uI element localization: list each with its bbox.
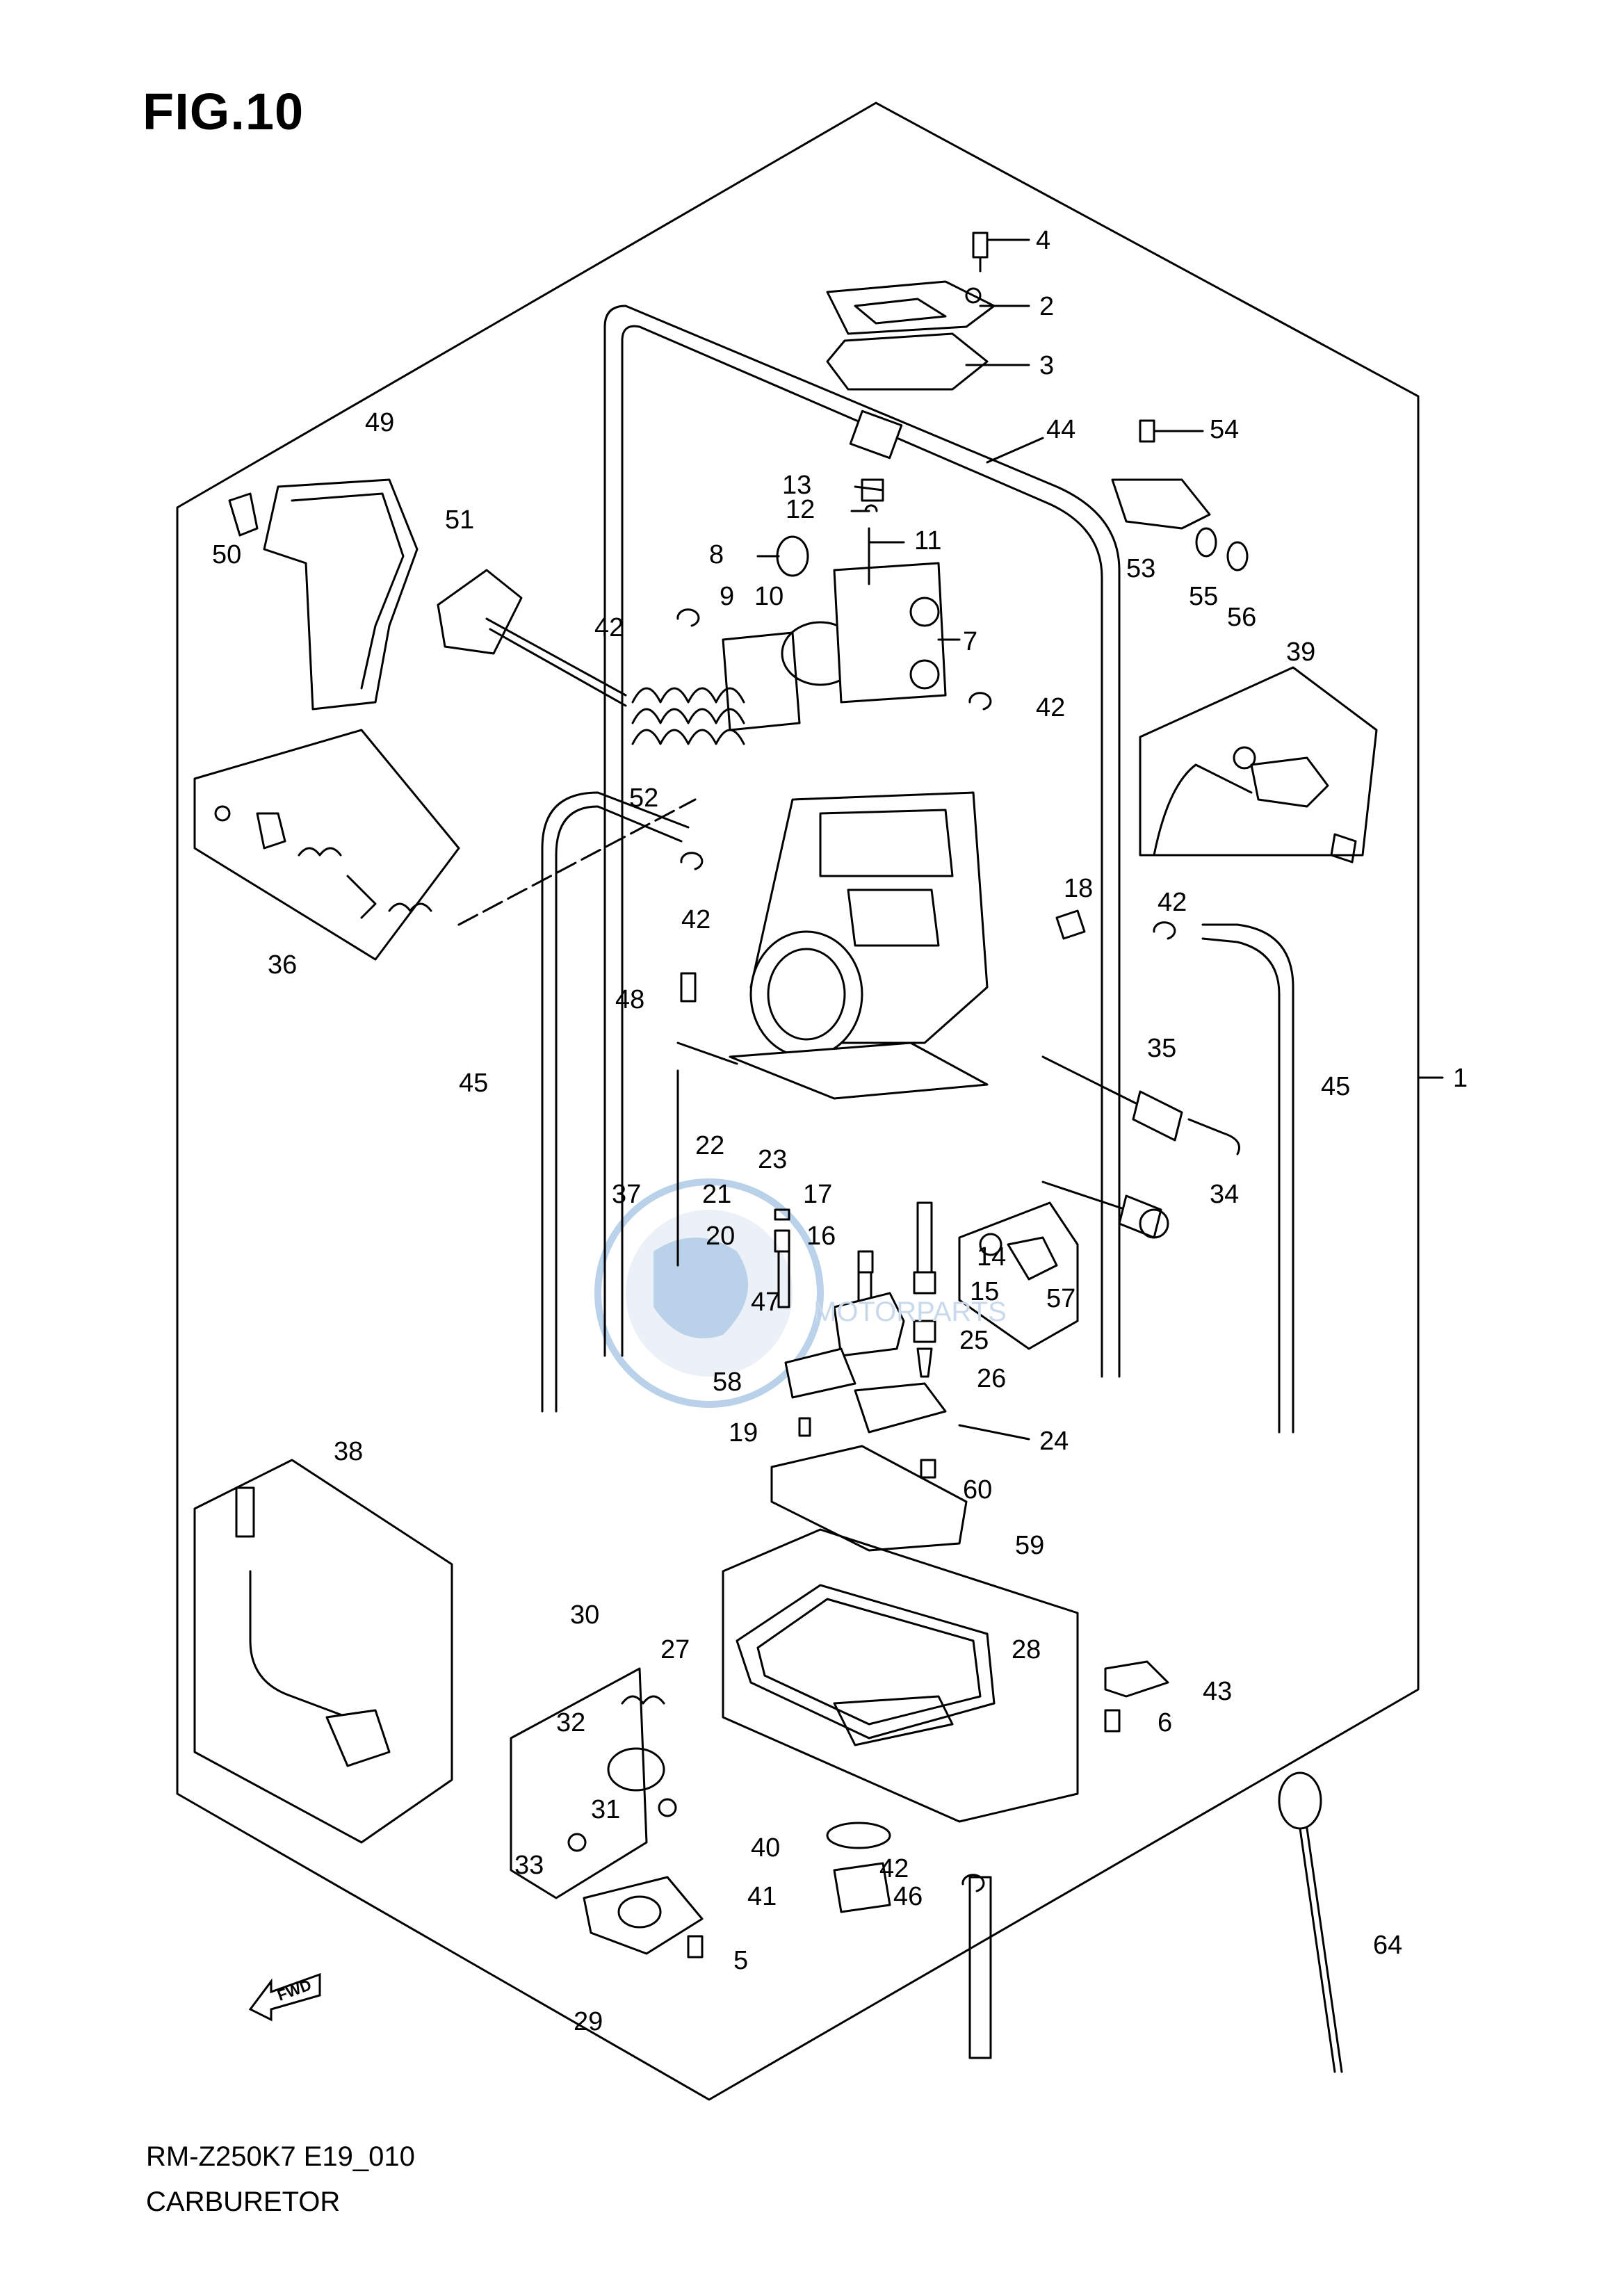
callout-c2: 2 (1039, 292, 1054, 321)
callout-c14: 14 (977, 1242, 1006, 1272)
callout-c29: 29 (574, 2007, 603, 2036)
callout-c34: 34 (1210, 1180, 1239, 1209)
callout-c31: 31 (591, 1795, 620, 1824)
callout-c46: 46 (893, 1882, 923, 1911)
top-gasket (826, 332, 989, 391)
callout-c23: 23 (758, 1145, 787, 1174)
callout-c25: 25 (959, 1326, 989, 1355)
callout-c3: 3 (1039, 351, 1054, 380)
callout-c58: 58 (713, 1368, 742, 1397)
group-39-box (1139, 666, 1378, 857)
assembly-outline (176, 102, 1420, 2101)
carburetor-body (729, 791, 989, 1100)
part-29 (583, 1876, 704, 1955)
callout-c44: 44 (1046, 415, 1075, 444)
callout-c55: 55 (1189, 582, 1218, 611)
float-58 (784, 1347, 856, 1399)
group-38-box (193, 1459, 453, 1844)
callout-c26: 26 (977, 1364, 1006, 1393)
callout-c11: 11 (914, 526, 941, 555)
callout-c64: 64 (1373, 1931, 1402, 1960)
callout-c47: 47 (751, 1288, 780, 1317)
callout-c33: 33 (514, 1851, 544, 1880)
float-bowl-box (722, 1528, 1079, 1823)
vent-hose-44 (603, 305, 1121, 1378)
callout-c36: 36 (268, 950, 297, 980)
callout-c51: 51 (445, 505, 474, 535)
callout-c38: 38 (334, 1437, 363, 1466)
callout-c8: 8 (709, 540, 724, 569)
intake-flange (833, 562, 947, 704)
callout-c45a: 45 (459, 1069, 488, 1098)
callout-c42a: 42 (594, 613, 624, 642)
group-30-box (510, 1667, 648, 1899)
callout-c42b: 42 (1036, 693, 1065, 722)
callout-c7: 7 (963, 627, 977, 656)
callout-c52: 52 (629, 784, 658, 813)
callout-c1: 1 (1453, 1064, 1468, 1093)
plate-59 (770, 1445, 968, 1552)
callout-c48: 48 (615, 985, 644, 1014)
callout-c43: 43 (1203, 1677, 1232, 1706)
callout-c24: 24 (1039, 1427, 1069, 1456)
callout-c42d: 42 (1158, 888, 1187, 917)
callout-c21: 21 (702, 1180, 731, 1209)
callout-c37: 37 (612, 1180, 641, 1209)
callout-c54: 54 (1210, 415, 1239, 444)
callout-c17: 17 (803, 1180, 832, 1209)
callout-c42e: 42 (879, 1854, 909, 1883)
callout-c53: 53 (1126, 554, 1155, 583)
callout-c40: 40 (751, 1833, 780, 1863)
callout-c35: 35 (1147, 1034, 1176, 1063)
callout-c18: 18 (1064, 874, 1093, 903)
callout-c13: 13 (782, 471, 811, 500)
callout-c57: 57 (1046, 1284, 1075, 1313)
callout-c10: 10 (754, 582, 783, 611)
callout-c12: 12 (786, 495, 815, 524)
callout-c16: 16 (806, 1222, 836, 1251)
figure-caption: CARBURETOR (146, 2187, 341, 2217)
callout-c32: 32 (556, 1708, 585, 1737)
callout-c15: 15 (970, 1277, 999, 1306)
top-cap (826, 280, 996, 335)
callout-c4: 4 (1036, 226, 1050, 255)
callout-c9: 9 (720, 582, 734, 611)
callout-c20: 20 (706, 1222, 735, 1251)
callout-c27: 27 (660, 1635, 690, 1664)
callout-c49: 49 (365, 408, 394, 437)
bracket-53 (1111, 478, 1211, 530)
callout-c41: 41 (747, 1882, 777, 1911)
callout-c50: 50 (212, 540, 241, 569)
watermark-text: MOTORPARTS (813, 1297, 1007, 1327)
group-57-box (958, 1201, 1079, 1350)
callout-c56: 56 (1227, 603, 1256, 632)
throttle-cover (263, 478, 419, 711)
callout-c30: 30 (570, 1600, 599, 1630)
manifold-gasket (722, 631, 801, 731)
throttle-pulley (437, 569, 523, 655)
callout-c42c: 42 (681, 905, 710, 934)
fwd-arrow: FWD (243, 1968, 327, 2027)
vent-hose-45-left (555, 805, 683, 1413)
callout-c19: 19 (729, 1418, 758, 1447)
callout-c22: 22 (695, 1131, 724, 1160)
top-screw (972, 232, 989, 273)
callout-c59: 59 (1015, 1531, 1044, 1560)
callout-c60: 60 (963, 1475, 992, 1505)
group-36-box (193, 729, 460, 961)
hook-64 (1278, 1771, 1322, 1830)
model-code: RM-Z250K7 E19_010 (146, 2141, 415, 2172)
callout-c45b: 45 (1321, 1072, 1350, 1101)
callout-c5: 5 (733, 1946, 748, 1975)
vent-hose-45-right (1201, 937, 1281, 1434)
figure-title: FIG.10 (143, 83, 304, 140)
callout-c6: 6 (1158, 1708, 1172, 1737)
float-47 (833, 1292, 905, 1357)
throttle-spring (631, 687, 745, 745)
callout-c39: 39 (1286, 638, 1315, 667)
callout-c28: 28 (1012, 1635, 1041, 1664)
